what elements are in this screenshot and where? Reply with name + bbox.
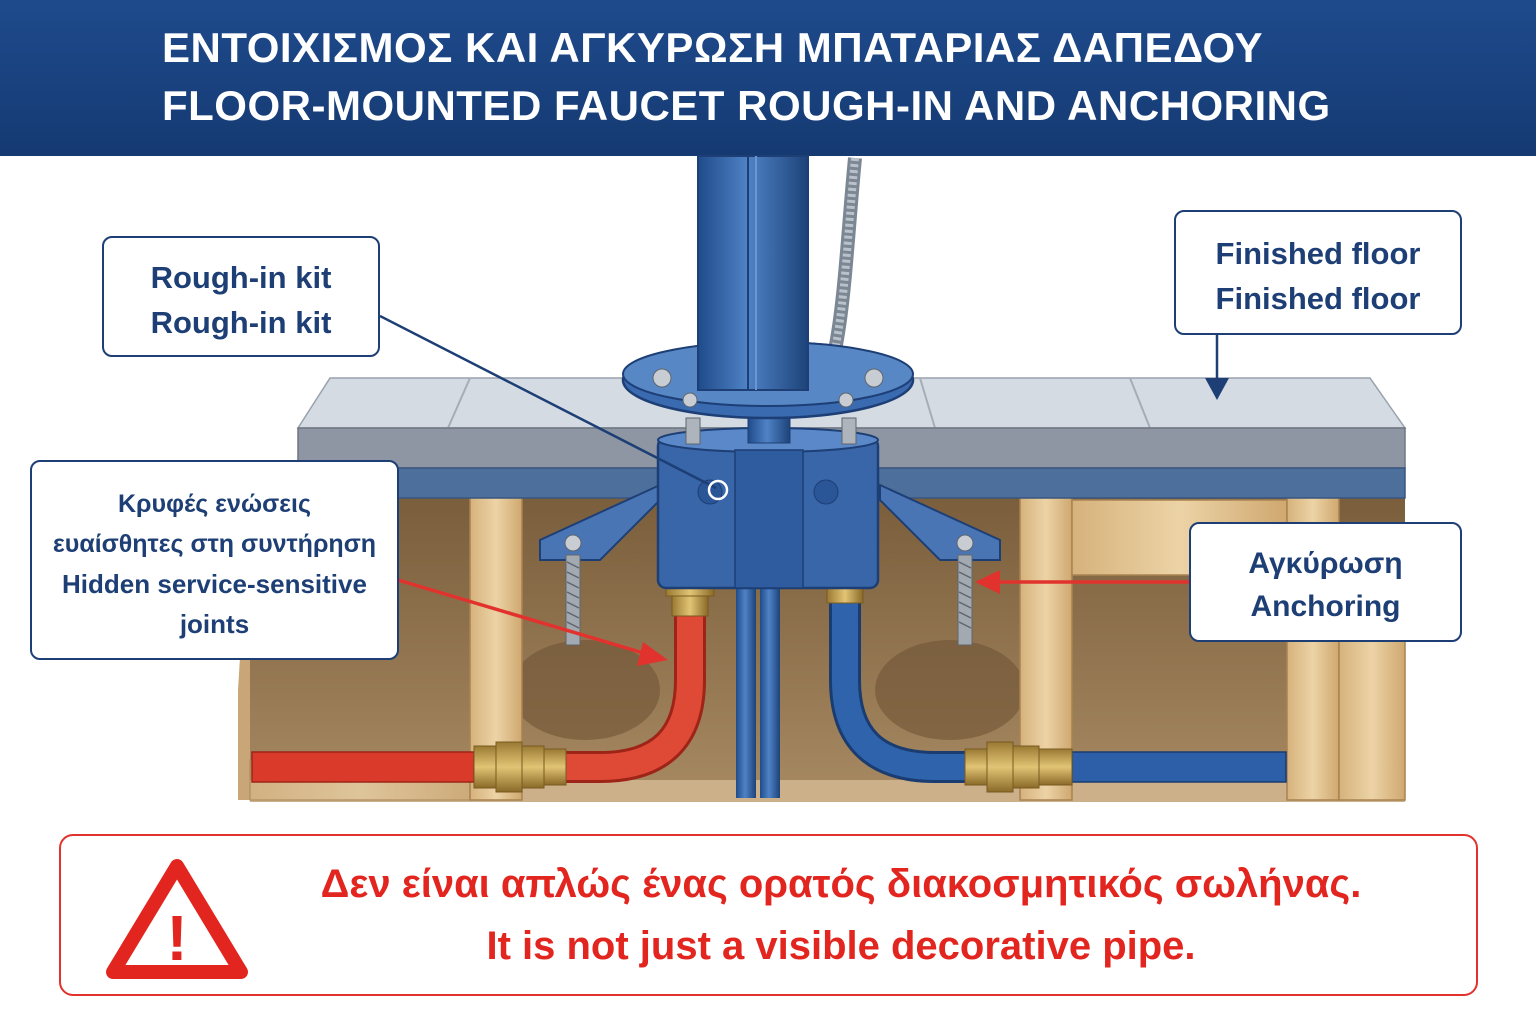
- title-english: FLOOR-MOUNTED FAUCET ROUGH-IN AND ANCHOR…: [162, 82, 1331, 129]
- faucet-column: [621, 155, 915, 444]
- warning-box: ! Δεν είναι απλώς ένας ορατός διακοσμητι…: [59, 834, 1478, 996]
- callout-leaders: [379, 314, 1229, 666]
- callout-hidden-joints-greek1: Κρυφές ενώσεις: [118, 490, 311, 518]
- callout-hidden-joints-english1: Hidden service-sensitive: [62, 569, 367, 599]
- callout-rough-in-kit: Rough-in kit Rough-in kit: [102, 236, 380, 357]
- callout-anchoring-greek: Αγκύρωση: [1248, 547, 1403, 580]
- callout-hidden-joints-greek2: ευαίσθητες στη συντήρηση: [52, 530, 377, 558]
- callout-finished-floor-line2: Finished floor: [1215, 281, 1421, 316]
- callout-finished-floor: Finished floor Finished floor: [1174, 210, 1462, 335]
- anchor-brackets: [539, 483, 1001, 646]
- callout-anchoring: Αγκύρωση Anchoring: [1189, 522, 1462, 642]
- callout-rough-in-kit-line1: Rough-in kit: [150, 260, 332, 295]
- callout-rough-in-kit-line2: Rough-in kit: [150, 305, 332, 340]
- callout-hidden-joints-english2: joints: [179, 609, 250, 639]
- warning-text-greek: Δεν είναι απλώς ένας ορατός διακοσμητικό…: [320, 862, 1362, 906]
- warning-triangle-icon: !: [106, 859, 248, 979]
- title-banner: ΕΝΤΟΙΧΙΣΜΟΣ ΚΑΙ ΑΓΚΥΡΩΣΗ ΜΠΑΤΑΡΙΑΣ ΔΑΠΕΔ…: [0, 0, 1536, 156]
- warning-text-english: It is not just a visible decorative pipe…: [486, 924, 1196, 968]
- callout-anchoring-english: Anchoring: [1250, 590, 1401, 623]
- rough-in-valve-body: [656, 417, 880, 590]
- warning-icon-mark: !: [166, 902, 187, 974]
- title-greek: ΕΝΤΟΙΧΙΣΜΟΣ ΚΑΙ ΑΓΚΥΡΩΣΗ ΜΠΑΤΑΡΙΑΣ ΔΑΠΕΔ…: [162, 24, 1264, 71]
- callout-hidden-joints: Κρυφές ενώσεις ευαίσθητες στη συντήρηση …: [30, 460, 399, 660]
- callout-finished-floor-line1: Finished floor: [1215, 236, 1421, 271]
- supply-risers: [736, 580, 780, 798]
